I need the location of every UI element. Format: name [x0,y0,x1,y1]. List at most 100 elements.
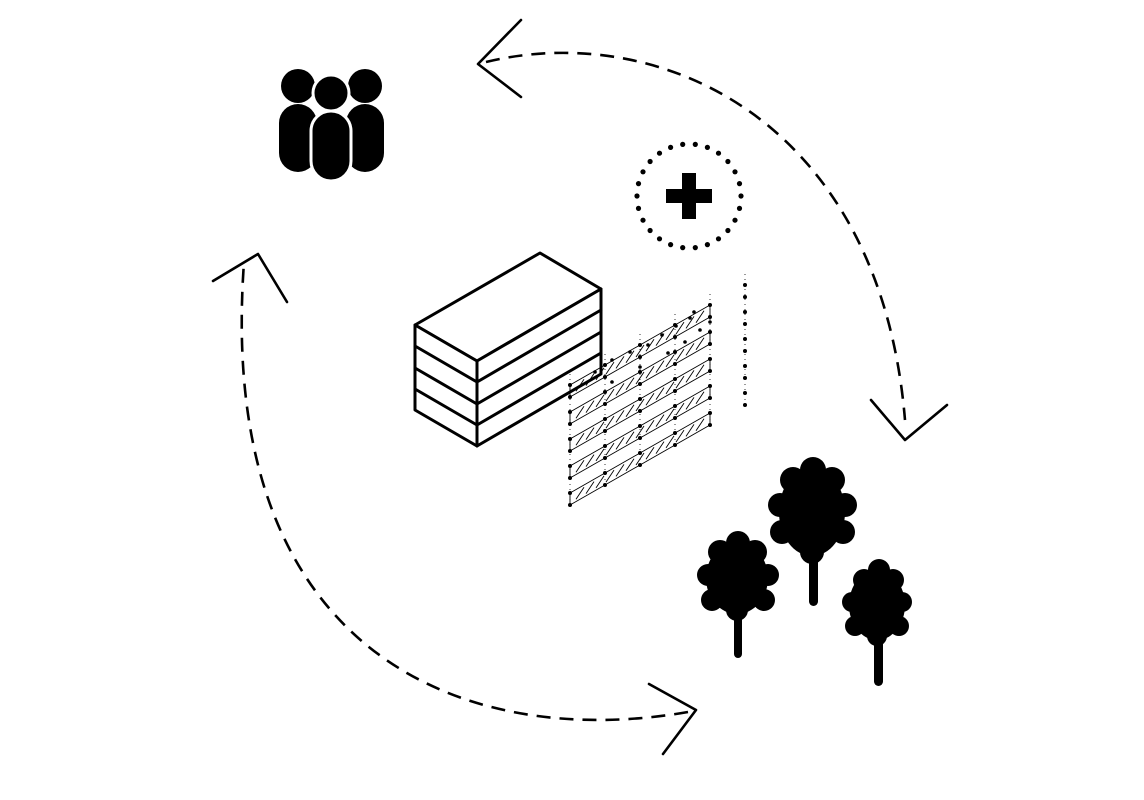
plus-cross-icon [634,141,744,251]
people-group-icon [279,69,384,183]
lattice-dot [638,451,642,455]
hatch-line [595,367,605,381]
ring-dot [725,227,731,234]
ring-dot [634,193,640,199]
hatch-line [605,442,615,456]
hatch-line [695,337,705,350]
hatch-line [665,435,675,449]
ring-dot [704,144,711,150]
ring-dot [656,150,663,156]
hatch-line [645,420,655,433]
hatch-line [635,344,645,358]
hatch-line [625,377,635,390]
lattice-dot [708,330,712,334]
hatch-line [665,327,675,341]
lattice-dot [698,328,702,332]
hatch-line [645,393,655,406]
tree-right [842,559,912,686]
lattice-dot [743,349,747,353]
ring-dot [680,141,686,147]
hatch-line [615,410,625,423]
lattice-dot [743,376,747,380]
ring-dot [732,217,738,223]
lattice-dot [674,324,678,328]
lattice-dot [673,350,677,354]
dotted-ring [634,141,744,251]
lattice-dot [603,375,607,379]
lattice-dot [603,429,607,433]
hatch-line [615,356,625,369]
ring-dot [647,227,653,234]
hatch-line [655,441,665,454]
lattice-dot [603,444,607,448]
tree-middle [768,457,857,606]
lattice-dot [568,449,572,453]
hatch-line [675,321,685,335]
lattice-dot [708,369,712,373]
lattice-dot [603,456,607,460]
hatch-line [575,406,585,419]
hatch-line [675,402,685,416]
ring-dot [715,236,722,242]
ring-dot [736,205,743,211]
ring-dot [640,169,646,175]
ring-dot [635,181,642,187]
hatch-line [615,383,625,396]
ring-dot [738,193,744,199]
ring-dot [635,205,642,211]
ring-dot [668,242,674,248]
ring-dot [692,245,698,251]
lattice-dot [646,343,650,347]
hatch-line [605,388,615,402]
hatch-line [595,448,605,462]
lattice-dot [638,409,642,413]
hatch-line [655,414,665,427]
arrowhead-up-icon [211,252,289,304]
lattice-dot [708,396,712,400]
hatch-line [655,360,665,373]
hatch-line [585,400,595,413]
ring-dot [715,150,722,156]
hatch-line [655,387,665,400]
hatch-line [575,487,585,500]
hatch-line [605,469,615,483]
ring-dot [656,236,663,242]
arc-people-to-trees-path [485,51,907,421]
hatch-line [645,447,655,460]
arc-people-to-trees [476,18,949,442]
hatch-line [625,458,635,471]
lattice-dot [568,491,572,495]
arc-trees-to-people [211,252,698,756]
hatch-line [685,343,695,356]
trees-icon [697,457,912,686]
hatch-line [695,418,705,431]
hatch-line [665,354,675,368]
hatch-line [585,454,595,467]
hatch-line [665,408,675,422]
ring-dot [704,242,711,248]
lattice-dot [688,316,692,320]
hatch-line [585,481,595,494]
hatch-line [695,310,705,323]
hatch-line [665,381,675,395]
lattice-dot [568,476,572,480]
lattice-dot [638,370,642,374]
hatch-line [575,460,585,473]
hatch-line [625,404,635,417]
lattice-dot [660,333,664,337]
hatch-line [605,415,615,429]
lattice-dot [628,350,632,354]
lattice-dot [638,355,642,359]
arc-trees-to-people-path [240,261,689,722]
lattice-dot [610,380,614,384]
lattice-dot [638,365,642,369]
lattice-dot [603,390,607,394]
lattice-dot [568,410,572,414]
lattice-dot [593,370,597,374]
lattice-dot [673,335,677,339]
hatch-line [685,370,695,383]
ring-dot [736,181,743,187]
lattice-dot [708,315,712,319]
